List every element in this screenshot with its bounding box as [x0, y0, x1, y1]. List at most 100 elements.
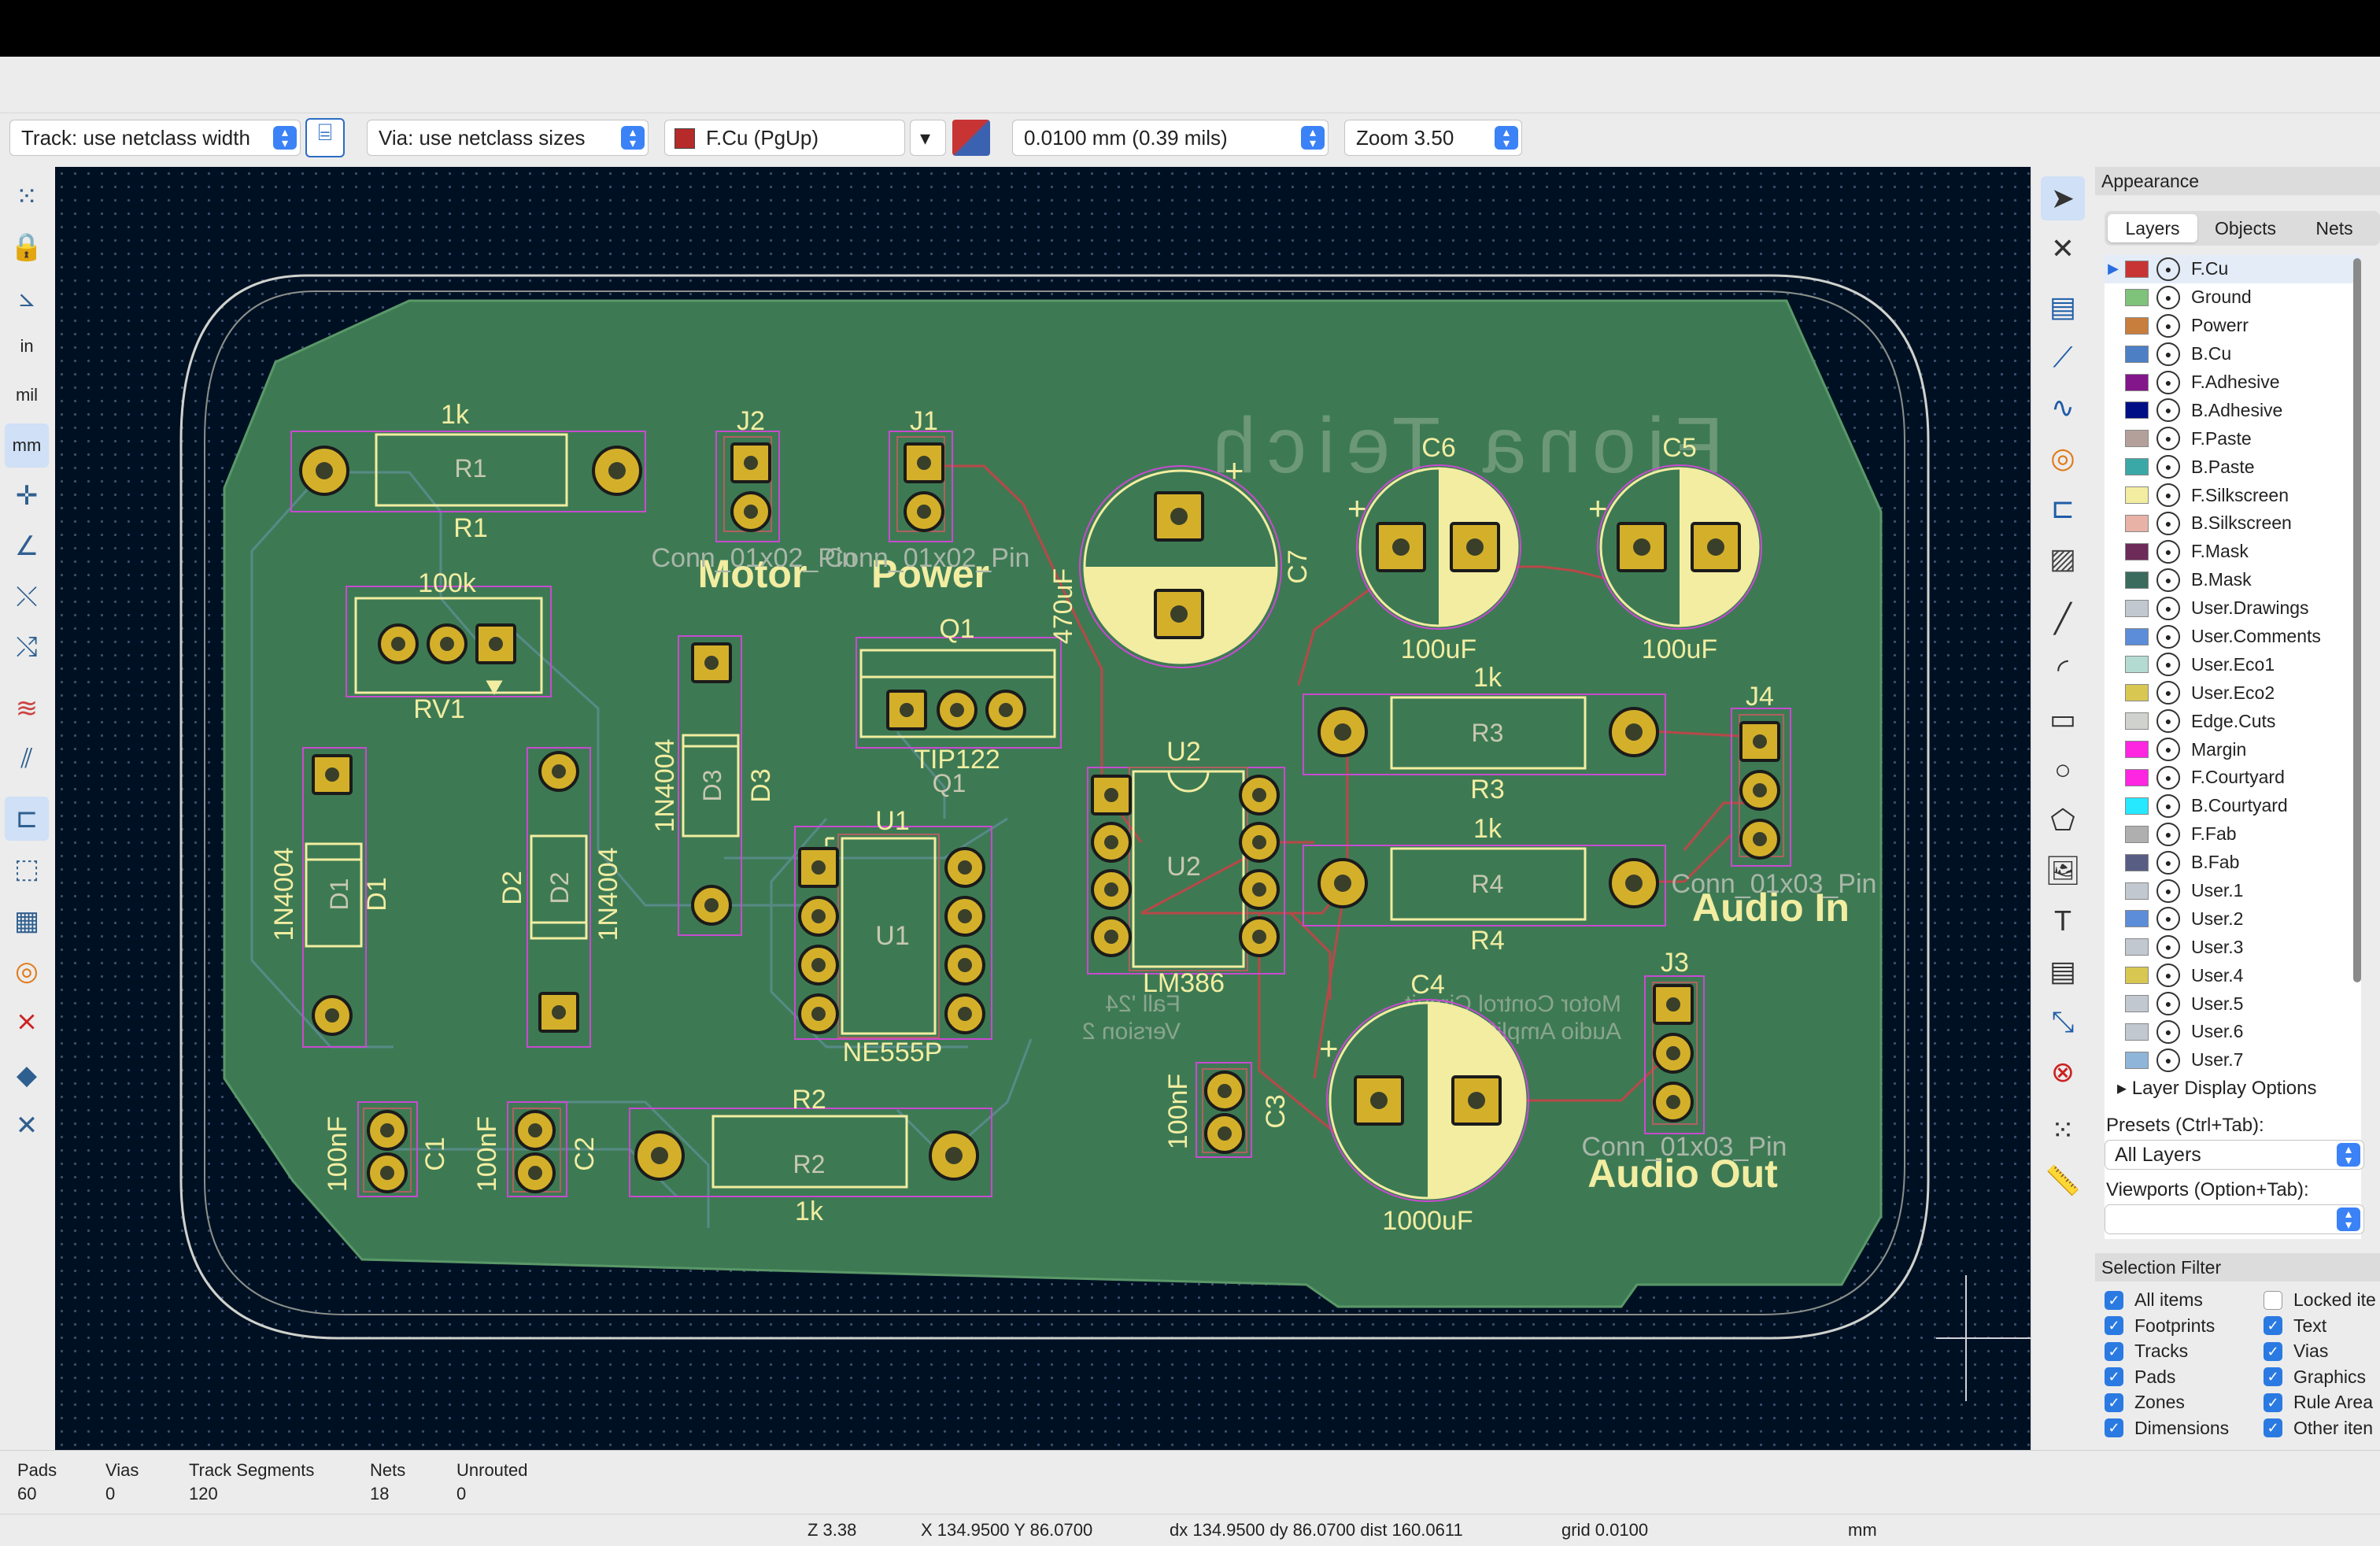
mm-units-icon[interactable]: mm	[5, 423, 49, 468]
visibility-eye-icon[interactable]: ●	[2156, 992, 2180, 1016]
layer-row[interactable]: ●B.Mask	[2105, 566, 2361, 594]
layer-pair-icon[interactable]	[952, 120, 990, 156]
layer-row[interactable]: ●User.Eco1	[2105, 650, 2361, 679]
layer-row[interactable]: ●User.Comments	[2105, 623, 2361, 651]
layer-row[interactable]: ●User.Eco2	[2105, 679, 2361, 707]
properties-icon[interactable]: ✕	[15, 1111, 39, 1141]
layer-row[interactable]: ●Edge.Cuts	[2105, 707, 2361, 735]
zone-outline-icon[interactable]: ⬚	[13, 854, 40, 884]
layer-color-swatch[interactable]	[2125, 938, 2149, 956]
local-ratsnest-icon[interactable]: ⤭	[16, 631, 38, 662]
lock-icon[interactable]: 🔒	[9, 232, 44, 262]
layer-row[interactable]: ●B.Courtyard	[2105, 792, 2361, 820]
select-icon[interactable]: ➤	[2041, 176, 2085, 220]
layer-color-swatch[interactable]	[2125, 1023, 2149, 1041]
layer-row[interactable]: ●F.Courtyard	[2105, 764, 2361, 792]
visibility-eye-icon[interactable]: ●	[2156, 878, 2180, 903]
layer-color-swatch[interactable]	[2125, 542, 2149, 560]
add-textbox-icon[interactable]: ▤	[2049, 955, 2076, 987]
cursor-icon[interactable]: ✛	[15, 481, 39, 511]
layer-color-swatch[interactable]	[2125, 260, 2149, 278]
selection-filter-checkbox[interactable]: ✓All items	[2105, 1289, 2203, 1311]
inch-units-icon[interactable]: in	[20, 336, 34, 356]
layer-row[interactable]: ●F.Adhesive	[2105, 368, 2361, 397]
draw-rect-icon[interactable]: ▭	[2049, 703, 2076, 735]
add-footprint-icon[interactable]: ▤	[2049, 290, 2076, 323]
tab-layers[interactable]: Layers	[2108, 214, 2197, 242]
visibility-eye-icon[interactable]: ●	[2156, 568, 2180, 592]
add-via-icon[interactable]: ◎	[2050, 442, 2075, 474]
layer-row[interactable]: ●Powerr	[2105, 312, 2361, 340]
zoom-select[interactable]: Zoom 3.50 ▴▾	[1344, 120, 1522, 156]
visibility-eye-icon[interactable]: ●	[2156, 398, 2180, 423]
visibility-eye-icon[interactable]: ●	[2156, 1019, 2180, 1044]
visibility-eye-icon[interactable]: ●	[2156, 285, 2180, 309]
layer-row[interactable]: ●User.2	[2105, 904, 2361, 933]
draw-polygon-icon[interactable]: ⬠	[2050, 804, 2075, 836]
layer-row[interactable]: ●B.Cu	[2105, 340, 2361, 368]
layer-color-swatch[interactable]	[2125, 627, 2149, 645]
visibility-eye-icon[interactable]: ●	[2156, 313, 2180, 338]
layer-color-swatch[interactable]	[2125, 373, 2149, 391]
tab-objects[interactable]: Objects	[2215, 218, 2276, 239]
delete-icon[interactable]: ⊗	[2050, 1056, 2075, 1088]
track-width-select[interactable]: Track: use netclass width ▴▾	[9, 120, 301, 156]
selection-filter-checkbox[interactable]: ✓Other iten	[2264, 1418, 2373, 1439]
layer-color-swatch[interactable]	[2125, 656, 2149, 674]
layer-row[interactable]: ●B.Fab	[2105, 849, 2361, 877]
layer-color-swatch[interactable]	[2125, 995, 2149, 1013]
tune-length-icon[interactable]: ∿	[2050, 391, 2075, 423]
layers-manager-icon[interactable]: ◆	[16, 1060, 38, 1090]
selection-filter-checkbox[interactable]: Locked ite	[2264, 1289, 2376, 1311]
layer-color-swatch[interactable]	[2125, 910, 2149, 928]
grid-origin-icon[interactable]: ⁙	[2050, 1114, 2075, 1146]
layer-row[interactable]: ●F.Mask	[2105, 538, 2361, 566]
layer-select[interactable]: F.Cu (PgUp)	[664, 120, 905, 156]
polar-coords-icon[interactable]: ⦣	[19, 282, 35, 313]
visibility-eye-icon[interactable]: ●	[2156, 793, 2180, 818]
layer-row[interactable]: ●F.Paste	[2105, 424, 2361, 453]
layer-color-swatch[interactable]	[2125, 571, 2149, 589]
layer-color-swatch[interactable]	[2125, 458, 2149, 476]
track-outline-icon[interactable]: ⫽	[20, 743, 33, 774]
visibility-eye-icon[interactable]: ●	[2156, 850, 2180, 875]
layer-row[interactable]: ●User.7	[2105, 1046, 2361, 1074]
add-dimension-icon[interactable]: ⤡	[2051, 1004, 2075, 1037]
layer-list-scrollbar[interactable]	[2353, 258, 2361, 982]
layer-color-swatch[interactable]	[2125, 684, 2149, 702]
layer-color-swatch[interactable]	[2125, 768, 2149, 786]
layer-row[interactable]: ●User.3	[2105, 933, 2361, 961]
visibility-eye-icon[interactable]: ●	[2156, 709, 2180, 734]
layer-color-swatch[interactable]	[2125, 288, 2149, 306]
measure-icon[interactable]: 📏	[2045, 1164, 2081, 1196]
layer-color-swatch[interactable]	[2125, 430, 2149, 448]
layer-row[interactable]: ●B.Adhesive	[2105, 396, 2361, 424]
add-zone-icon[interactable]: ⊏	[2050, 492, 2075, 524]
draw-arc-icon[interactable]: ◜	[2057, 653, 2068, 685]
track-width-toggle-icon[interactable]: ⌸	[305, 118, 345, 157]
layer-row[interactable]: ●F.Fab	[2105, 820, 2361, 849]
pad-display-icon[interactable]: ▦	[13, 906, 40, 936]
pcb-canvas[interactable]: Fiona Teich Fall '24 Version 2 Motor Con…	[55, 167, 2031, 1450]
layer-row[interactable]: ▶●F.Cu	[2105, 255, 2361, 283]
layer-row[interactable]: ●F.Silkscreen	[2105, 481, 2361, 509]
layer-row[interactable]: ●User.5	[2105, 989, 2361, 1018]
layer-color-swatch[interactable]	[2125, 882, 2149, 900]
layer-row[interactable]: ●B.Silkscreen	[2105, 509, 2361, 538]
visibility-eye-icon[interactable]: ●	[2156, 455, 2180, 479]
visibility-eye-icon[interactable]: ●	[2156, 257, 2180, 281]
draw-line-icon[interactable]: ╱	[2054, 602, 2071, 634]
layer-color-swatch[interactable]	[2125, 401, 2149, 420]
visibility-eye-icon[interactable]: ●	[2156, 511, 2180, 535]
selection-filter-checkbox[interactable]: ✓Footprints	[2105, 1315, 2215, 1337]
visibility-eye-icon[interactable]: ●	[2156, 653, 2180, 677]
visibility-eye-icon[interactable]: ●	[2156, 370, 2180, 394]
net-highlight-icon[interactable]: ⨯	[15, 1007, 39, 1037]
layer-color-swatch[interactable]	[2125, 967, 2149, 985]
visibility-eye-icon[interactable]: ●	[2156, 681, 2180, 705]
add-image-icon[interactable]: 🖼	[2045, 854, 2081, 886]
visibility-eye-icon[interactable]: ●	[2156, 822, 2180, 846]
layer-row[interactable]: ●User.6	[2105, 1018, 2361, 1046]
ratsnest-icon[interactable]: ⤬	[16, 581, 38, 612]
visibility-eye-icon[interactable]: ●	[2156, 342, 2180, 366]
